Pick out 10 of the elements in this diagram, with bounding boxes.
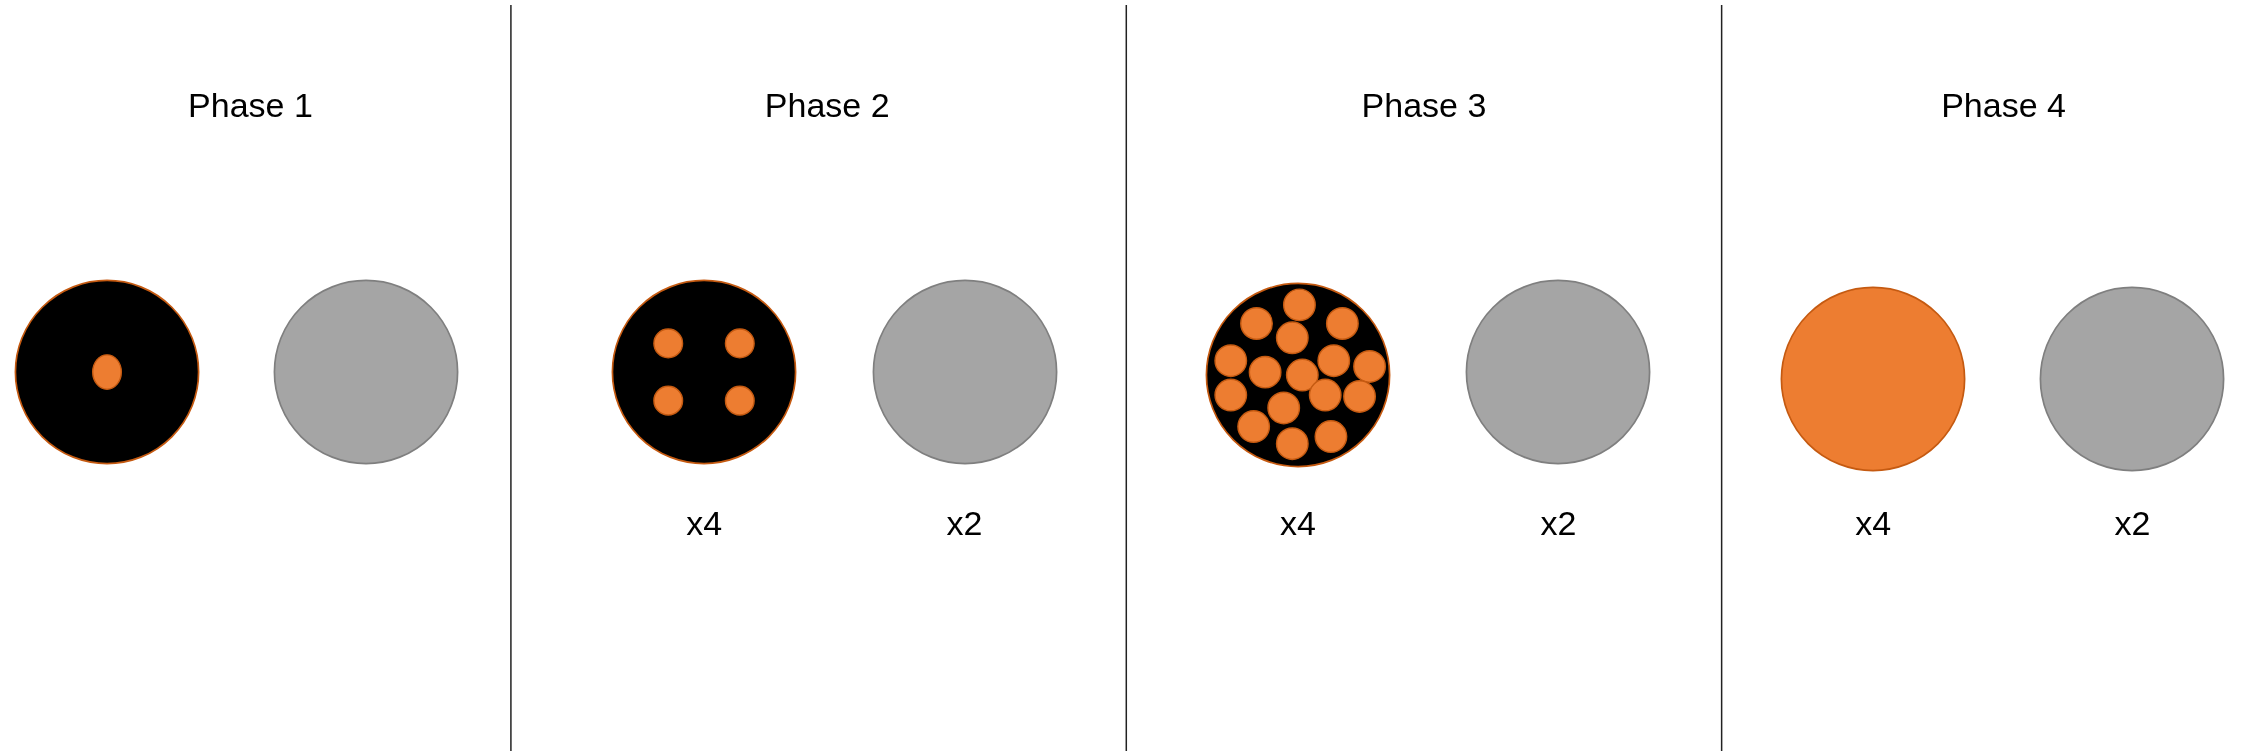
multiplier-label: x4 bbox=[1855, 503, 1892, 543]
phase-heading: Phase 2 bbox=[764, 86, 890, 125]
multiplier-label: x2 bbox=[946, 503, 983, 543]
phase-heading: Phase 3 bbox=[1361, 86, 1487, 125]
multiplier-label: x4 bbox=[1280, 503, 1316, 543]
multiplier-label: x2 bbox=[2114, 503, 2151, 543]
phase-heading: Phase 1 bbox=[188, 86, 313, 125]
multiplier-label: x2 bbox=[1540, 503, 1577, 543]
multiplier-label: x4 bbox=[686, 503, 723, 543]
phase-heading: Phase 4 bbox=[1941, 86, 2066, 125]
